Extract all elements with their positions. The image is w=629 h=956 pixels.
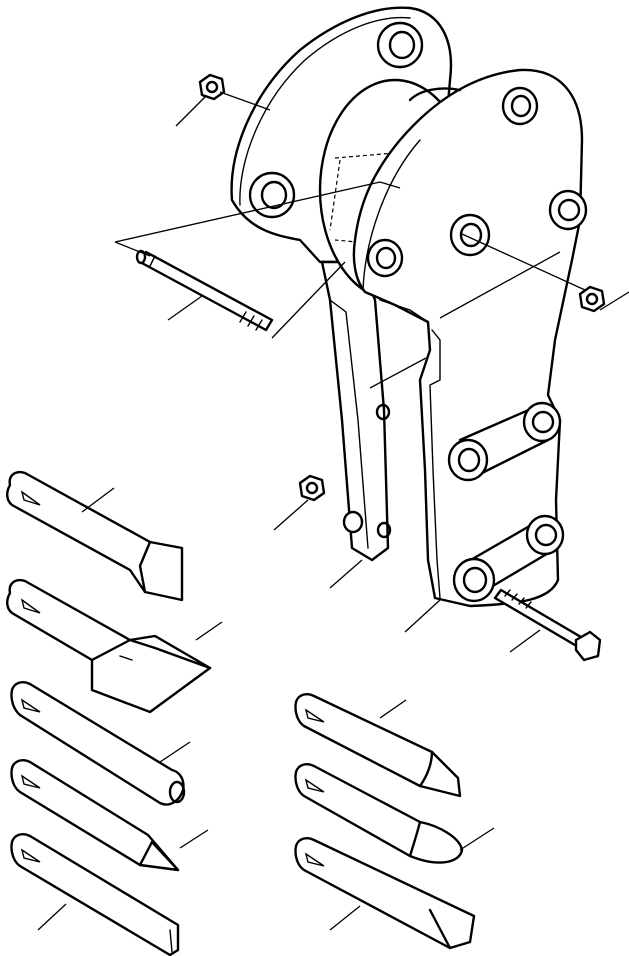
nut: [298, 474, 326, 502]
bushing: [525, 514, 565, 556]
breaker-bracket-assembly: [135, 6, 606, 662]
tool-pyramid-point: [10, 759, 180, 872]
nut: [578, 285, 606, 313]
bushing: [548, 189, 588, 231]
bushing: [447, 438, 489, 482]
retaining-pin: [135, 249, 274, 332]
tool-conical-point: [294, 763, 464, 864]
bushing: [501, 86, 539, 126]
bushing: [522, 401, 562, 443]
chisel-flat: [6, 471, 184, 602]
bushing: [366, 238, 404, 278]
chisel-narrow-blade: [10, 833, 180, 956]
leader-lines: [37, 91, 629, 931]
bushing: [449, 213, 491, 257]
tools-set: [6, 471, 476, 956]
tool-blunt: [10, 681, 186, 806]
tool-moil-point: [294, 693, 462, 798]
chisel-wide-blade: [6, 579, 212, 714]
nut: [198, 73, 226, 101]
chisel-flat-small: [294, 837, 476, 950]
bushing: [376, 21, 424, 69]
bushing: [452, 557, 496, 603]
bushing: [248, 171, 296, 219]
bracket-right-plate: [352, 68, 588, 608]
bolt: [493, 588, 602, 662]
